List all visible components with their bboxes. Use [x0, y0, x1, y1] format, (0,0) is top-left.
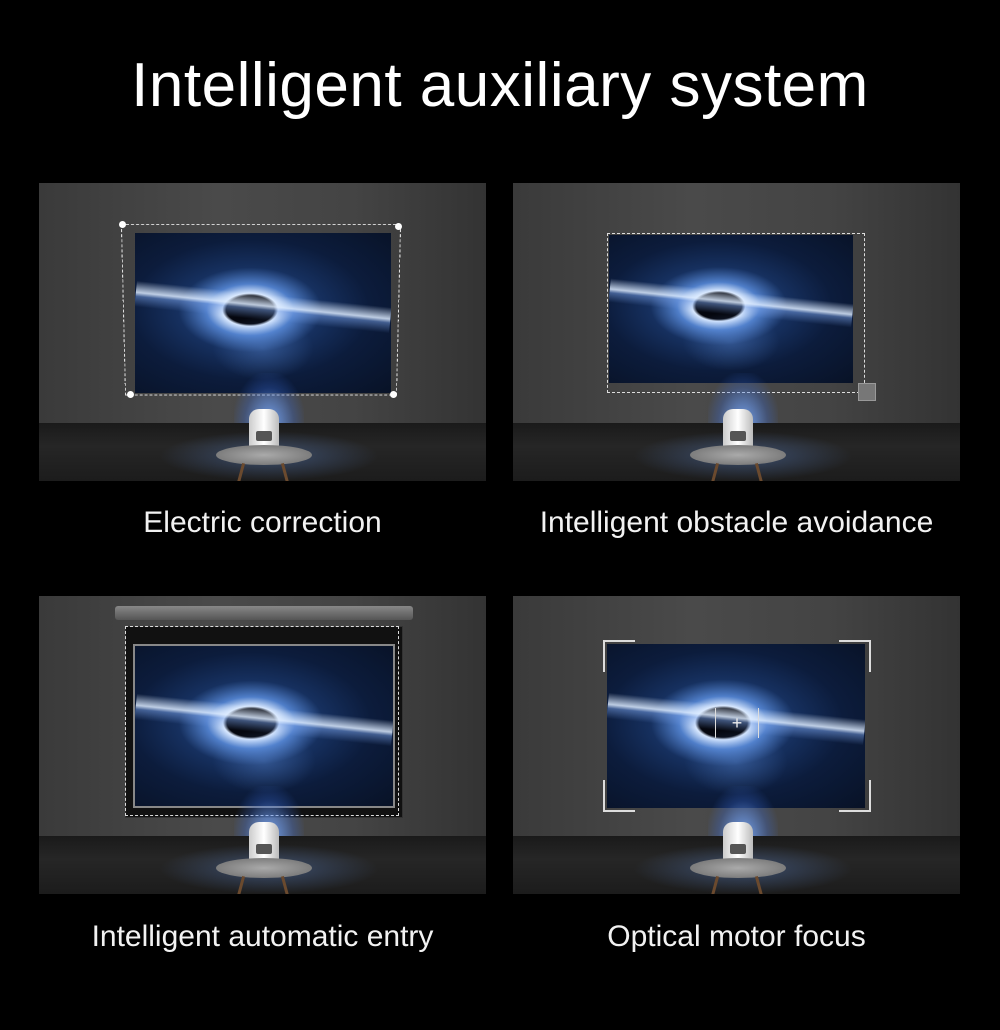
motor-focus-image: + — [513, 596, 960, 894]
focus-reticle-icon: + — [715, 708, 759, 738]
caption-automatic-entry: Intelligent automatic entry — [91, 920, 434, 953]
caption-obstacle-avoidance: Intelligent obstacle avoidance — [539, 506, 934, 539]
projection-frame — [607, 233, 865, 393]
electric-correction-image — [39, 183, 486, 481]
keystone-frame — [120, 223, 402, 396]
page-title: Intelligent auxiliary system — [131, 51, 869, 120]
automatic-entry-image — [39, 596, 486, 894]
screen-housing — [115, 606, 413, 620]
caption-electric-correction: Electric correction — [143, 506, 382, 539]
obstacle — [858, 383, 876, 401]
obstacle-avoidance-image — [513, 183, 960, 481]
caption-motor-focus: Optical motor focus — [607, 920, 866, 953]
